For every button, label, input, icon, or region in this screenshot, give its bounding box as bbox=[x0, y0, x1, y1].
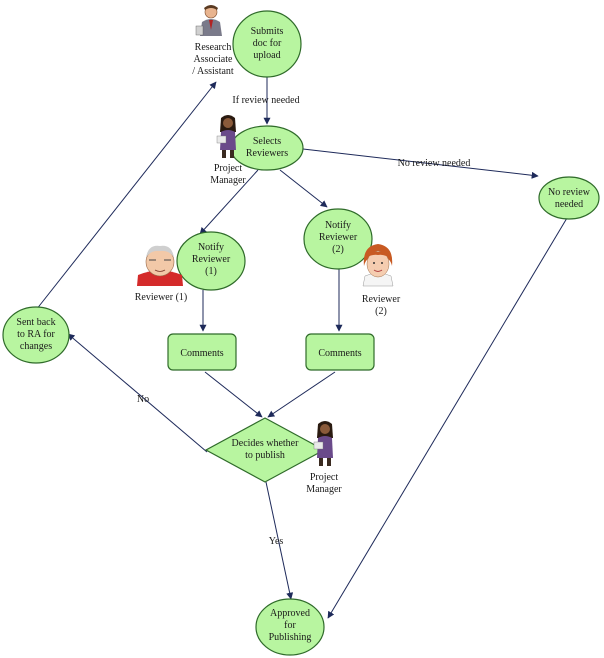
node-selects-line: Reviewers bbox=[246, 148, 288, 159]
node-no-review-line: No review bbox=[548, 187, 591, 198]
node-notify1-line: (1) bbox=[205, 266, 217, 277]
project-manager-bottom-figure-icon bbox=[313, 421, 333, 466]
node-submits-line: upload bbox=[253, 50, 280, 61]
edge-labels: If review needed No review needed No Yes bbox=[137, 95, 470, 547]
edge-comments2-to-decides bbox=[267, 371, 336, 418]
edge-label-if-review-needed: If review needed bbox=[232, 95, 299, 106]
node-decides-line: Decides whether bbox=[232, 438, 300, 449]
actor-reviewer2-line: (2) bbox=[375, 306, 387, 317]
actor-project-manager-bottom-line: Manager bbox=[306, 484, 342, 495]
actor-research-associate-line: Research bbox=[195, 42, 232, 53]
edge-selects-to-notify2 bbox=[279, 169, 328, 208]
node-approved-line: for bbox=[284, 620, 296, 631]
edge-no-review-to-approved bbox=[327, 217, 568, 619]
node-comments-2[interactable]: Comments bbox=[305, 333, 375, 371]
edge-selects-to-no-review bbox=[302, 148, 539, 179]
project-manager-top-figure-icon bbox=[216, 115, 236, 158]
node-sent-back-line: to RA for bbox=[17, 329, 55, 340]
node-notify2-line: (2) bbox=[332, 244, 344, 255]
node-submits-line: doc for bbox=[253, 38, 282, 49]
actor-reviewer2-line: Reviewer bbox=[362, 294, 401, 305]
edge-label-yes: Yes bbox=[269, 536, 284, 547]
edges bbox=[35, 77, 568, 619]
node-approved-line: Approved bbox=[270, 608, 310, 619]
node-sent-back-line: changes bbox=[20, 341, 52, 352]
edge-selects-to-notify1 bbox=[199, 169, 259, 235]
edge-decides-to-sent-back bbox=[67, 333, 208, 453]
node-decides-line: to publish bbox=[245, 450, 285, 461]
node-notify2-line: Reviewer bbox=[319, 232, 358, 243]
node-comments2-line: Comments bbox=[318, 348, 361, 359]
actor-project-manager-top-line: Project bbox=[214, 163, 243, 174]
edge-decides-to-approved bbox=[265, 481, 294, 600]
node-submits-line: Submits bbox=[251, 26, 284, 37]
node-comments1-line: Comments bbox=[180, 348, 223, 359]
node-comments-1[interactable]: Comments bbox=[167, 333, 237, 371]
node-notify2-line: Notify bbox=[325, 220, 351, 231]
edge-label-no: No bbox=[137, 394, 149, 405]
research-associate-figure-icon bbox=[195, 5, 222, 36]
node-no-review-line: needed bbox=[555, 199, 583, 210]
node-selects-line: Selects bbox=[253, 136, 281, 147]
edge-label-no-review-needed: No review needed bbox=[398, 158, 471, 169]
actor-reviewer2-label: Reviewer(2) bbox=[362, 294, 401, 317]
edge-comments1-to-decides bbox=[204, 371, 263, 418]
node-notify1-line: Reviewer bbox=[192, 254, 231, 265]
reviewer2-figure-icon bbox=[362, 244, 394, 287]
actor-research-associate-line: Associate bbox=[194, 54, 233, 65]
node-approved-line: Publishing bbox=[269, 632, 312, 643]
edge-sent-back-to-research-associate bbox=[35, 81, 217, 311]
reviewer1-figure-icon bbox=[137, 245, 183, 286]
actor-project-manager-top-line: Manager bbox=[210, 175, 246, 186]
actor-project-manager-bottom-line: Project bbox=[310, 472, 339, 483]
node-notify1-line: Notify bbox=[198, 242, 224, 253]
actor-reviewer1-label: Reviewer (1) bbox=[135, 292, 187, 303]
node-sent-back-line: Sent back bbox=[16, 317, 55, 328]
actor-research-associate-line: / Assistant bbox=[192, 66, 234, 77]
